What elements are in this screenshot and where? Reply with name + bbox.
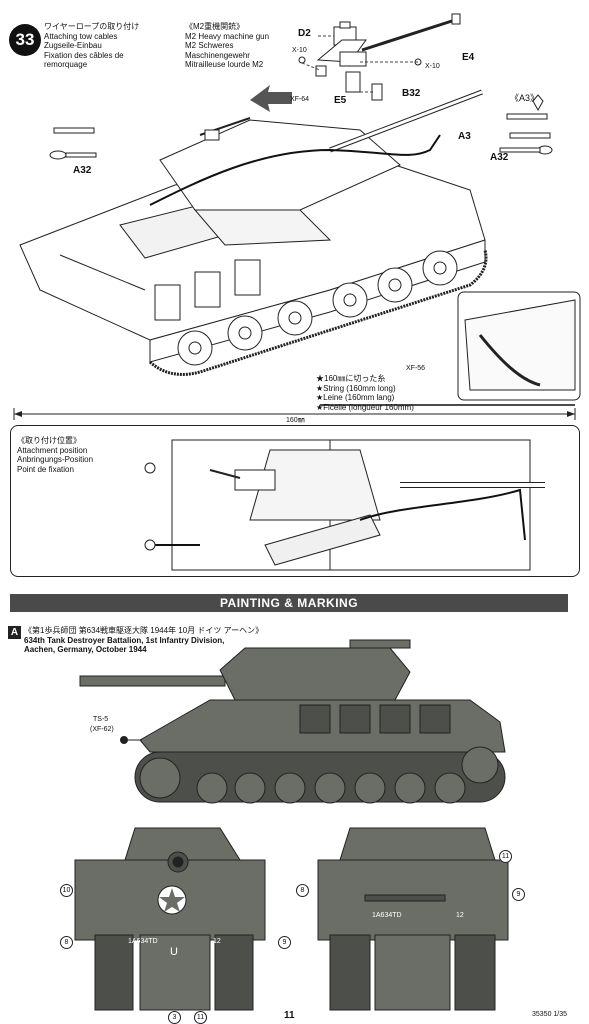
step-title-en: Attaching tow cables xyxy=(44,31,118,41)
mark-callout-front-3: 3 xyxy=(168,1011,181,1024)
unit-en2: Aachen, Germany, October 1944 xyxy=(24,645,147,654)
mark-callout-rear-9: 9 xyxy=(512,888,525,901)
step-title-jp: ワイヤーロープの取り付け xyxy=(44,22,140,31)
m2-note: 《M2重機関銃》 M2 Heavy machine gun M2 Schwere… xyxy=(185,22,269,70)
label-e4: E4 xyxy=(462,52,475,63)
ruler-label: 160㎜ xyxy=(286,417,305,424)
string-note-de: ★Leine (160mm lang) xyxy=(316,393,395,402)
m2-en: M2 Heavy machine gun xyxy=(185,31,270,41)
step-title: ワイヤーロープの取り付け Attaching tow cables Zugsei… xyxy=(44,22,139,70)
unit-caption: 《第1歩兵師団 第634戦車駆逐大隊 1944年 10月 ドイツ アーヘン》 6… xyxy=(24,626,263,655)
front-number: 12 xyxy=(213,938,221,945)
mark-callout-rear-11: 11 xyxy=(499,850,512,863)
string-note-jp: ★160㎜に切った糸 xyxy=(316,374,386,383)
label-xf62: (XF-62) xyxy=(90,726,114,733)
step-title-fr2: remorquage xyxy=(44,60,88,69)
m2-jp: 《M2重機関銃》 xyxy=(185,22,245,31)
label-x10-right: X-10 xyxy=(425,63,440,70)
m2-de2: Maschinengewehr xyxy=(185,50,250,60)
step-title-fr: Fixation des câbles de xyxy=(44,50,124,60)
attachment-box xyxy=(10,425,580,577)
variant-badge: A xyxy=(8,626,21,639)
step-title-de: Zugseile-Einbau xyxy=(44,41,102,50)
label-e5: E5 xyxy=(334,95,347,106)
attach-fr: Point de fixation xyxy=(17,464,74,474)
attach-en: Attachment position xyxy=(17,445,88,455)
label-d2: D2 xyxy=(298,28,311,39)
string-note: ★160㎜に切った糸 ★String (160mm long) ★Leine (… xyxy=(316,374,414,412)
m2-fr: Mitrailleuse lourde M2 xyxy=(185,60,264,69)
unit-en: 634th Tank Destroyer Battalion, 1st Infa… xyxy=(24,635,225,645)
kit-code: 35350 1/35 xyxy=(532,1011,568,1018)
m2-de: M2 Schweres xyxy=(185,41,234,50)
attach-de: Anbringungs-Position xyxy=(17,455,94,464)
m2-gun-diagram xyxy=(250,13,461,112)
label-xf64: XF-64 xyxy=(290,96,310,103)
attach-jp: 《取り付け位置》 xyxy=(17,436,81,445)
label-a32-left: A32 xyxy=(73,165,92,176)
label-a3: A3 xyxy=(458,131,471,142)
mark-callout-rear-8: 8 xyxy=(296,884,309,897)
label-xf56: XF-56 xyxy=(406,365,426,372)
string-note-en: ★String (160mm long) xyxy=(316,383,396,393)
step-badge: 33 xyxy=(9,24,41,56)
unit-jp: 《第1歩兵師団 第634戦車駆逐大隊 1944年 10月 ドイツ アーヘン》 xyxy=(24,626,264,635)
attachment-note: 《取り付け位置》 Attachment position Anbringungs… xyxy=(17,436,93,474)
mark-callout-front-9: 9 xyxy=(278,936,291,949)
label-ts5: TS-5 xyxy=(93,716,109,723)
label-a3-bracket: 《A3》 xyxy=(510,93,540,103)
front-code: 1A634TD xyxy=(128,938,158,945)
label-a32-right: A32 xyxy=(490,152,509,163)
attachment-topview-diagram xyxy=(144,439,545,571)
page-number: 11 xyxy=(284,1010,295,1021)
string-note-fr: ★Ficelle (longueur 160mm) xyxy=(316,402,414,412)
rear-code: 1A634TD xyxy=(372,912,402,919)
tank-side-view xyxy=(79,639,506,804)
front-letter: U xyxy=(170,946,178,958)
rear-number: 12 xyxy=(456,912,464,919)
label-b32: B32 xyxy=(402,88,421,99)
mark-callout-front-11: 11 xyxy=(194,1011,207,1024)
mark-callout-front-8: 8 xyxy=(60,936,73,949)
label-x10-left: X-10 xyxy=(292,47,307,54)
tank-assembly-diagram xyxy=(13,89,581,420)
painting-header: PAINTING & MARKING xyxy=(10,594,568,612)
mark-callout-front-10: 10 xyxy=(60,884,73,897)
